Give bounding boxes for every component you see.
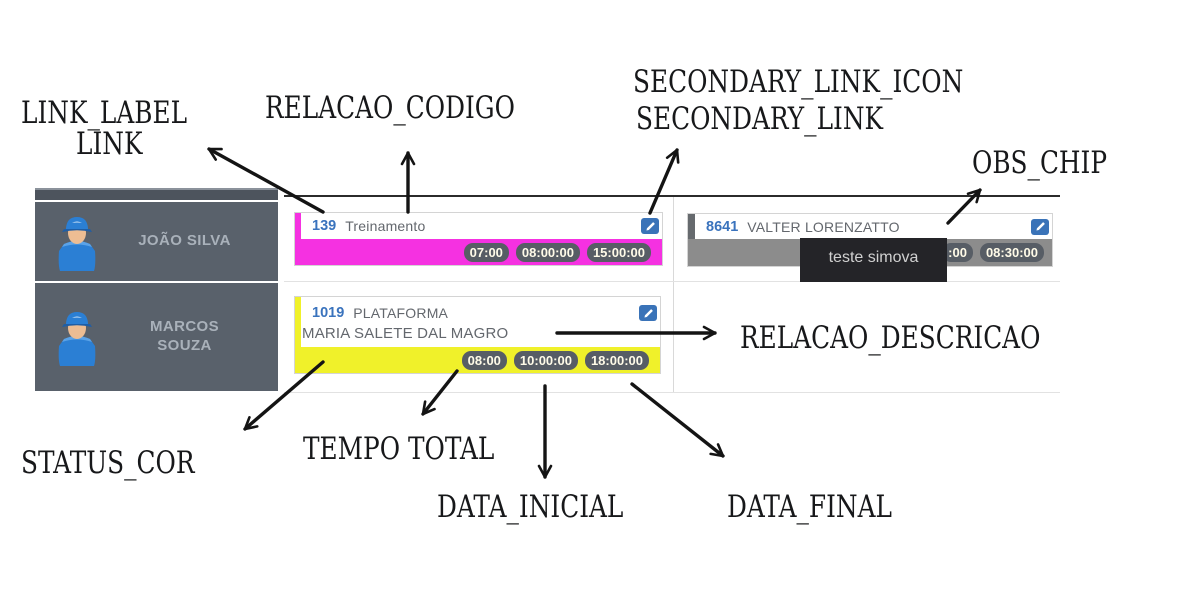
secondary-link-edit-button[interactable] [639,305,657,321]
status-cor-area: 08:00 10:00:00 18:00:00 [295,347,660,373]
secondary-link-edit-button[interactable] [641,218,659,234]
grid-column-divider [673,197,674,392]
user-avatar-icon [58,312,96,366]
annotation-obs-chip: OBS_CHIP [972,145,1108,181]
sidebar-header-strip [35,188,278,200]
event-card-plataforma[interactable]: 1019 PLATAFORMA MARIA SALETE DAL MAGRO 0… [294,296,661,374]
data-final-chip: 15:00:00 [586,243,651,262]
annotation-secondary-link-icon: SECONDARY_LINK_ICON [633,64,964,100]
data-inicial-chip: :00 [942,243,973,262]
relacao-codigo-value[interactable]: 1019 [312,305,345,321]
resource-name: JOÃO SILVA [138,232,231,250]
annotation-link: LINK [76,126,143,162]
status-color-strip [295,297,301,373]
link-label-value[interactable]: VALTER LORENZATTO [747,218,900,235]
link-label-value[interactable]: PLATAFORMA [353,305,449,321]
annotation-tempo-total: TEMPO TOTAL [303,431,495,467]
link-label-value[interactable]: Treinamento [345,218,426,234]
pencil-icon [1035,222,1045,231]
data-inicial-chip: 08:00:00 [515,243,580,262]
resource-name: MARCOS SOUZA [149,318,220,354]
relacao-codigo-value[interactable]: 139 [312,218,337,234]
grid-top-border [284,195,1060,197]
relacao-descricao-value: MARIA SALETE DAL MAGRO [295,325,660,347]
tempo-total-chip: 08:00 [461,351,507,370]
annotation-relacao-codigo: RELACAO_CODIGO [265,90,515,126]
annotation-secondary-link: SECONDARY_LINK [636,101,884,137]
pencil-icon [643,308,653,318]
grid-bottom-border [284,392,1060,393]
annotation-data-final: DATA_FINAL [727,489,893,525]
user-avatar-icon [58,216,96,271]
data-inicial-chip: 10:00:00 [513,351,578,370]
annotation-data-inicial: DATA_INICIAL [437,489,624,525]
data-final-chip: 08:30:00 [979,243,1044,262]
arrow-data-final [630,382,725,458]
data-final-chip: 18:00:00 [584,351,649,370]
tempo-total-chip: 07:00 [463,243,509,262]
resource-row-joao-silva: JOÃO SILVA [35,202,278,281]
secondary-link-edit-button[interactable] [1031,218,1049,235]
annotation-relacao-descricao: RELACAO_DESCRICAO [740,320,1041,356]
relacao-codigo-value[interactable]: 8641 [706,218,739,235]
annotation-status-cor: STATUS_COR [21,445,195,481]
obs-chip-tooltip: teste simova [800,238,947,282]
annotation-link-label: LINK_LABEL [21,95,188,131]
event-card-treinamento[interactable]: 139 Treinamento 07:00 08:00:00 15:00:00 [294,212,663,266]
pencil-icon [645,221,655,231]
grid-row-divider [284,281,1060,282]
resource-row-marcos-souza: MARCOS SOUZA [35,283,278,391]
status-cor-area: 07:00 08:00:00 15:00:00 [295,239,662,265]
